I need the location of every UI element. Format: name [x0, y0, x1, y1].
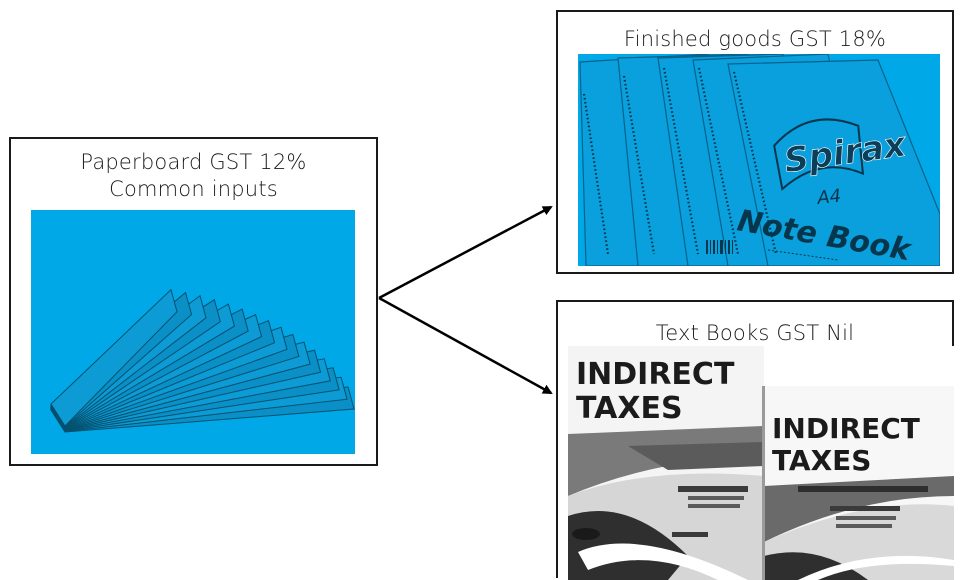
paperboard-caption-line2: Common inputs [109, 177, 278, 201]
book1-title-line1: INDIRECT [576, 357, 735, 392]
paperboard-image [31, 210, 355, 454]
paperboard-caption-line1: Paperboard GST 12% [80, 150, 307, 174]
paperboard-caption: Paperboard GST 12% Common inputs [11, 149, 376, 203]
text-books-caption: Text Books GST Nil [655, 321, 855, 345]
paperboard-sheet [50, 288, 178, 427]
book-cover-2: INDIRECT TAXES [764, 386, 954, 580]
notebook-size-text: A4 [815, 186, 842, 209]
book2-title-line1: INDIRECT [772, 412, 920, 445]
paperboard-box: Paperboard GST 12% Common inputs [9, 137, 378, 466]
arrow-to-finished-goods [378, 205, 553, 300]
finished-goods-caption: Finished goods GST 18% [623, 27, 887, 51]
paperboard-fan-illustration [31, 210, 355, 454]
text-books-image: INDIRECT TAXES INDIRECT TAXES [568, 346, 954, 580]
book-cover-1: INDIRECT TAXES [568, 346, 764, 580]
notebook-image: Spirax A4 Note Book [578, 54, 940, 266]
text-books-box: Text Books GST Nil INDIRECT TAXES [556, 300, 954, 580]
book1-title-line2: TAXES [576, 391, 683, 426]
finished-goods-box: Finished goods GST 18% [556, 10, 954, 274]
arrow-to-text-books [378, 296, 553, 395]
book2-title-line2: TAXES [772, 444, 871, 477]
